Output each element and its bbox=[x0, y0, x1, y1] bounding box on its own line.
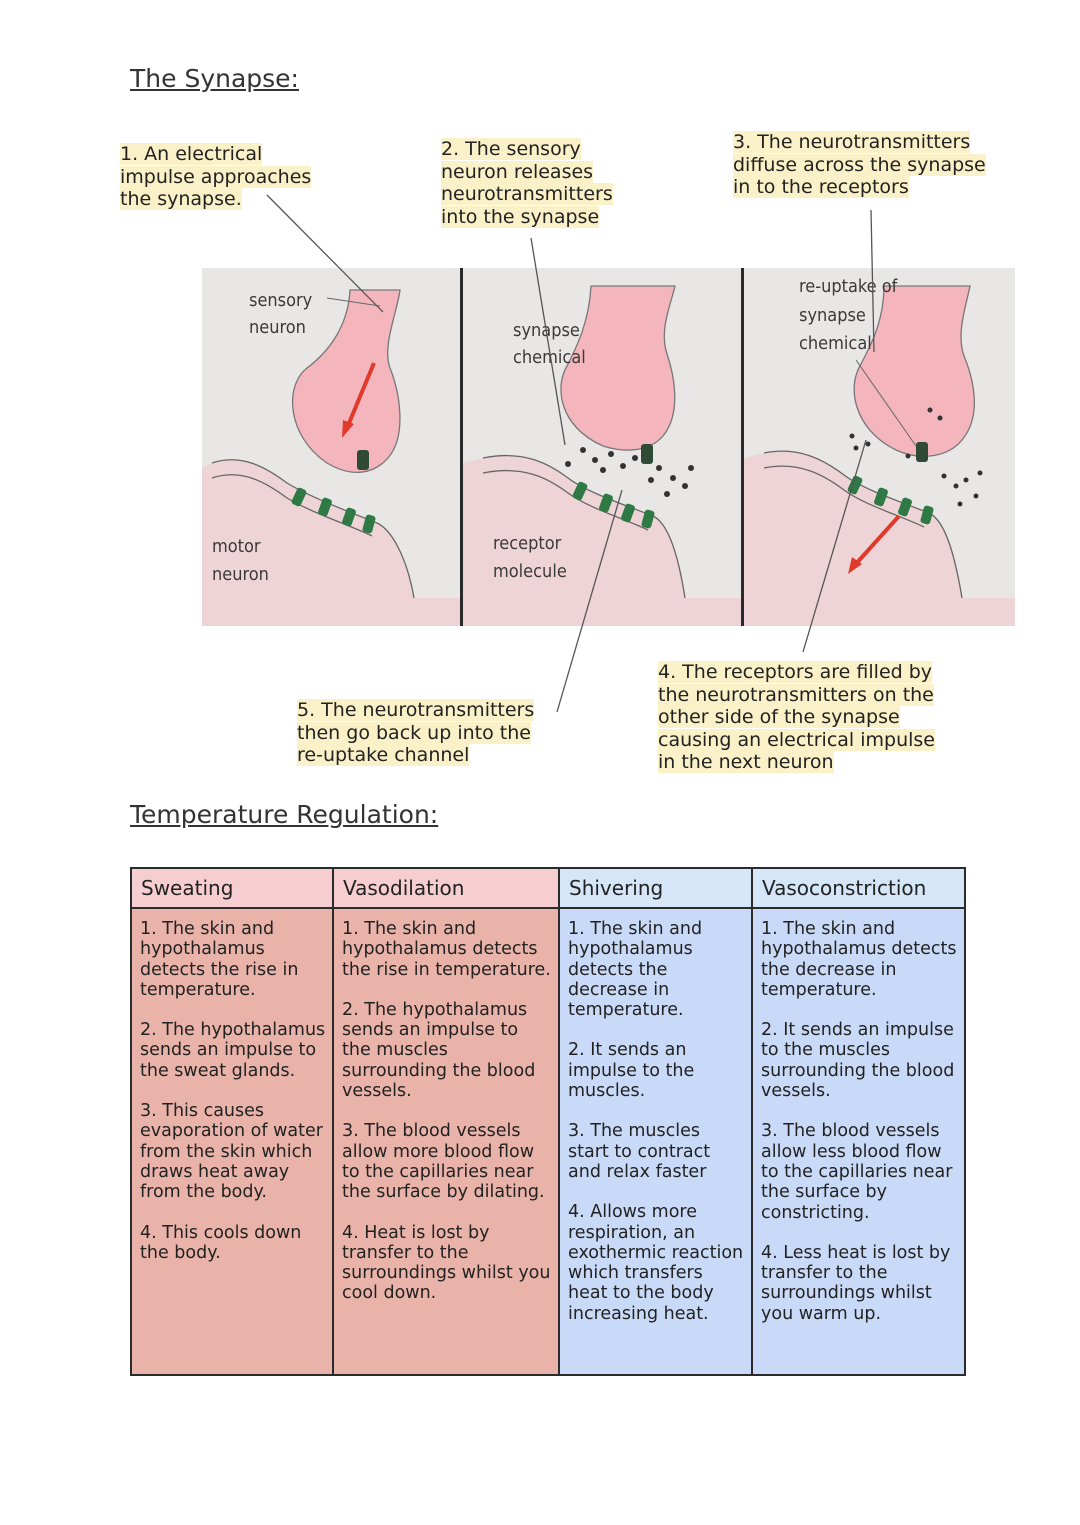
sensory-neuron-terminal bbox=[291, 289, 401, 474]
list-item: 2. It sends an impulse to the muscles su… bbox=[761, 1020, 955, 1102]
panel-divider bbox=[741, 268, 744, 626]
receptor-molecule bbox=[318, 497, 332, 517]
panel-divider bbox=[460, 268, 463, 626]
motor-neuron-dendrite bbox=[202, 459, 460, 626]
sensory-neuron-terminal bbox=[853, 285, 975, 457]
cell-shivering: 1. The skin and hypothalamus detects the… bbox=[558, 907, 753, 1376]
list-item: 1. The skin and hypothalamus detects the… bbox=[761, 919, 957, 1000]
neurotransmitter-particles bbox=[565, 447, 694, 497]
label-sensory: sensory bbox=[249, 290, 313, 311]
receptor-molecule bbox=[362, 514, 376, 534]
caption-step-5: 5. The neurotransmitters then go back up… bbox=[297, 699, 535, 766]
temperature-heading: Temperature Regulation: bbox=[130, 800, 439, 829]
list-item: 2. The hypothalamus sends an impulse to … bbox=[140, 1020, 326, 1081]
label-motor-neuron: neuron bbox=[212, 564, 269, 585]
caption-step-3: 3. The neurotransmitters diffuse across … bbox=[733, 131, 986, 198]
list-item: 4. This cools down the body. bbox=[140, 1222, 302, 1263]
caption-step-2: 2. The sensory neuron releases neurotran… bbox=[441, 138, 613, 228]
caption-step-4: 4. The receptors are filled by the neuro… bbox=[658, 661, 935, 773]
list-item: 1. The skin and hypothalamus detects the… bbox=[342, 919, 551, 980]
list-item: 4. Less heat is lost by transfer to the … bbox=[761, 1242, 951, 1324]
label-reuptake: re-uptake of bbox=[799, 276, 898, 297]
list-item: 1. The skin and hypothalamus detects the… bbox=[140, 919, 299, 1000]
header-vasodilation: Vasodilation bbox=[332, 867, 560, 909]
receptor-molecule bbox=[342, 507, 356, 527]
cell-vasoconstriction: 1. The skin and hypothalamus detects the… bbox=[751, 907, 966, 1376]
synapse-heading: The Synapse: bbox=[130, 64, 299, 93]
label-motor: motor bbox=[212, 536, 261, 557]
list-item: 3. This causes evaporation of water from… bbox=[140, 1101, 323, 1203]
list-item: 3. The blood vessels allow less blood fl… bbox=[761, 1121, 953, 1223]
panel-impulse-approach: sensory neuron motor neuron bbox=[202, 268, 460, 626]
temperature-regulation-table: Sweating Vasodilation Shivering Vasocons… bbox=[130, 867, 966, 1376]
receptor-molecule bbox=[291, 487, 307, 507]
sensory-neuron-terminal bbox=[560, 285, 676, 451]
reuptake-channel bbox=[357, 450, 369, 470]
label-receptor: receptor bbox=[493, 533, 562, 554]
cell-vasodilation: 1. The skin and hypothalamus detects the… bbox=[332, 907, 560, 1376]
label-reuptake-chemical: chemical bbox=[799, 333, 872, 354]
header-shivering: Shivering bbox=[558, 867, 753, 909]
list-item: 2. The hypothalamus sends an impulse to … bbox=[342, 999, 536, 1102]
list-item: 1. The skin and hypothalamus detects the… bbox=[568, 919, 703, 1021]
cell-sweating: 1. The skin and hypothalamus detects the… bbox=[130, 907, 334, 1376]
label-reuptake-synapse: synapse bbox=[799, 305, 866, 326]
label-receptor-molecule: molecule bbox=[493, 561, 567, 582]
synapse-diagram: sensory neuron motor neuron synapse c bbox=[202, 268, 1015, 626]
list-item: 4. Allows more respiration, an exothermi… bbox=[568, 1202, 744, 1324]
panel-release: synapse chemical receptor molecule bbox=[463, 268, 741, 626]
label-sensory-neuron: neuron bbox=[249, 317, 306, 338]
impulse-arrow bbox=[345, 362, 376, 429]
list-item: 3. The muscles start to contract and rel… bbox=[568, 1121, 711, 1182]
header-vasoconstriction: Vasoconstriction bbox=[751, 867, 966, 909]
label-synapse-chemical: chemical bbox=[513, 347, 586, 368]
neurotransmitter-particles bbox=[849, 407, 983, 507]
label-synapse: synapse bbox=[513, 320, 580, 341]
list-item: 3. The blood vessels allow more blood fl… bbox=[342, 1121, 545, 1203]
list-item: 2. It sends an impulse to the muscles. bbox=[568, 1040, 695, 1102]
caption-step-1: 1. An electrical impulse approaches the … bbox=[120, 143, 312, 210]
panel-reuptake: re-uptake of synapse chemical bbox=[744, 268, 1015, 626]
header-sweating: Sweating bbox=[130, 867, 334, 909]
list-item: 4. Heat is lost by transfer to the surro… bbox=[342, 1222, 551, 1304]
